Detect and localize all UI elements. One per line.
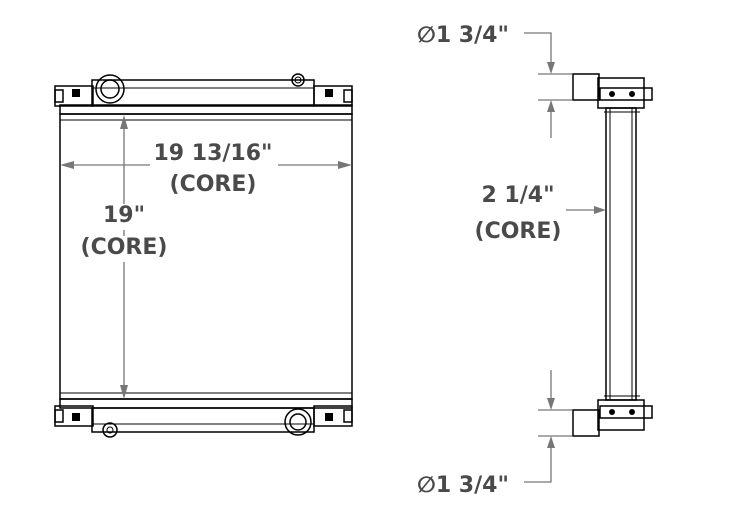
fill-neck-icon [291, 73, 305, 87]
mount-hole-icon [325, 413, 333, 421]
mount-hole-icon [629, 91, 635, 97]
side-bottom-tank [572, 395, 653, 437]
side-view: ∅1 3/4" 2 1/4" (CORE) ∅1 3/4" [417, 23, 653, 498]
core-width-label: 19 13/16" [153, 141, 272, 166]
top-tank [54, 73, 353, 115]
front-view: 19 13/16" (CORE) 19" (CORE) [54, 73, 353, 438]
bottom-tank [54, 398, 353, 438]
outlet-pipe-icon [284, 408, 312, 436]
outlet-diameter-dimension [524, 370, 572, 483]
core-height-note: (CORE) [81, 235, 168, 260]
mount-hole-icon [629, 409, 635, 415]
core-width-note: (CORE) [170, 172, 257, 197]
mount-hole-icon [72, 89, 80, 97]
inlet-pipe-icon [95, 74, 125, 104]
side-top-tank [572, 73, 653, 113]
core-height-label: 19" [103, 203, 145, 228]
mount-hole-icon [72, 413, 80, 421]
core-depth-dimension [566, 206, 606, 214]
core-depth-note: (CORE) [475, 219, 562, 244]
inlet-stub-icon [572, 73, 600, 101]
core-depth-label: 2 1/4" [481, 183, 554, 208]
mount-hole-icon [609, 91, 615, 97]
inlet-diameter-label: ∅1 3/4" [417, 23, 509, 48]
outlet-stub-icon [572, 409, 600, 437]
outlet-diameter-label: ∅1 3/4" [417, 473, 509, 498]
drain-plug-icon [102, 422, 118, 438]
mount-hole-icon [609, 409, 615, 415]
inlet-diameter-dimension [524, 32, 572, 138]
mount-hole-icon [325, 89, 333, 97]
